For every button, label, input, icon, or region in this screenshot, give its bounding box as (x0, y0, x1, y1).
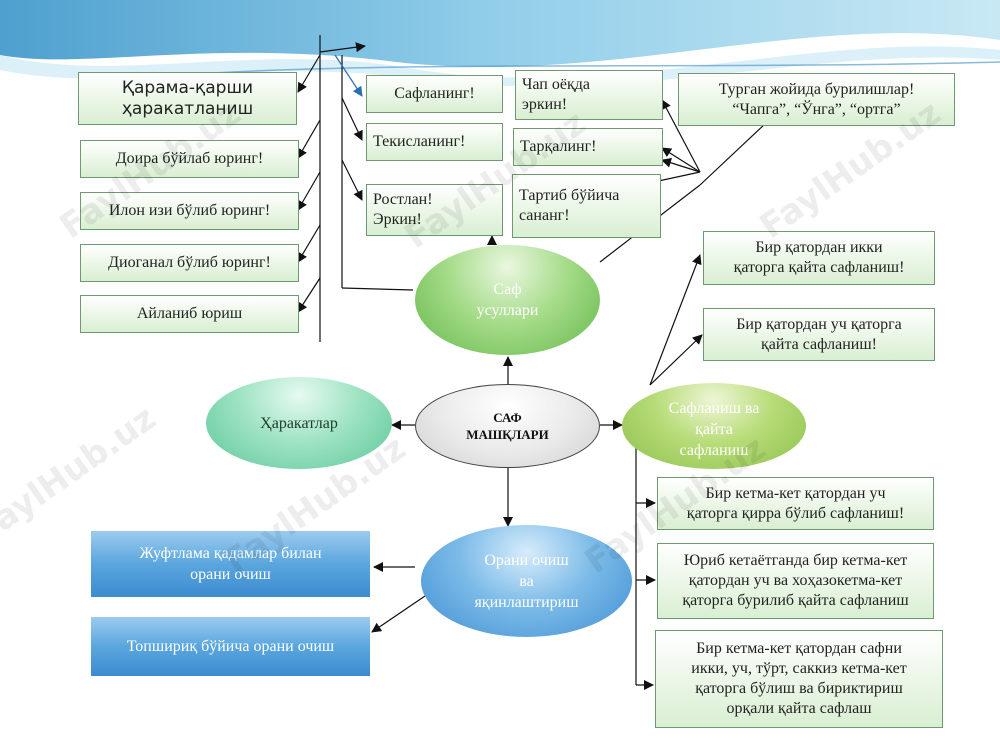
reform-box-file-to-three: Бир кетма-кет қатордан уч қаторга қирра … (657, 477, 934, 530)
reform-box-while-moving: Юриб кетаётганда бир кетма-кет қатордан … (657, 543, 934, 619)
command-box-attention-ease: Ростлан! Эркин! (366, 184, 503, 236)
movement-item-opposite: Қарама-қарши ҳаракатланиш (78, 72, 297, 125)
movement-item-circle: Доира бўйлаб юринг! (80, 140, 299, 178)
movement-item-snake: Илон изи бўлиб юринг! (80, 192, 299, 230)
watermark: FaylHub.uz (0, 398, 164, 552)
open-item-paired-steps: Жуфтлама қадамлар билан орани очиш (91, 531, 370, 597)
command-box-left-foot-ease: Чап оёқда эркин! (515, 70, 663, 120)
command-box-line-up: Сафланинг! (366, 75, 503, 113)
movement-item-turning: Айланиб юриш (80, 295, 299, 333)
command-box-disperse: Тарқалинг! (513, 128, 663, 166)
open-item-by-assignment: Топшириқ бўйича орани очиш (91, 617, 370, 676)
node-movements: Ҳаракатлар (206, 377, 392, 469)
node-forming-reforming: Сафланиш ва қайта сафланиш (622, 383, 806, 469)
command-box-align: Текисланинг! (366, 123, 503, 161)
reform-box-one-to-two: Бир қатордан икки қаторга қайта сафланиш… (703, 231, 935, 285)
reform-box-split-and-join: Бир кетма-кет қатордан сафни икки, уч, т… (655, 630, 943, 728)
node-formation-methods: Саф усуллари (415, 245, 600, 355)
command-box-count-off: Тартиб бўйича сананг! (512, 174, 661, 238)
movement-item-diagonal: Диоганал бўлиб юринг! (80, 244, 299, 282)
node-open-close-ranks: Орани очиш ва яқинлаштириш (421, 525, 632, 637)
reform-box-one-to-three: Бир қатордан уч қаторга қайта сафланиш! (703, 308, 935, 361)
center-node-drill-exercises: САФ МАШҚЛАРИ (415, 384, 600, 468)
